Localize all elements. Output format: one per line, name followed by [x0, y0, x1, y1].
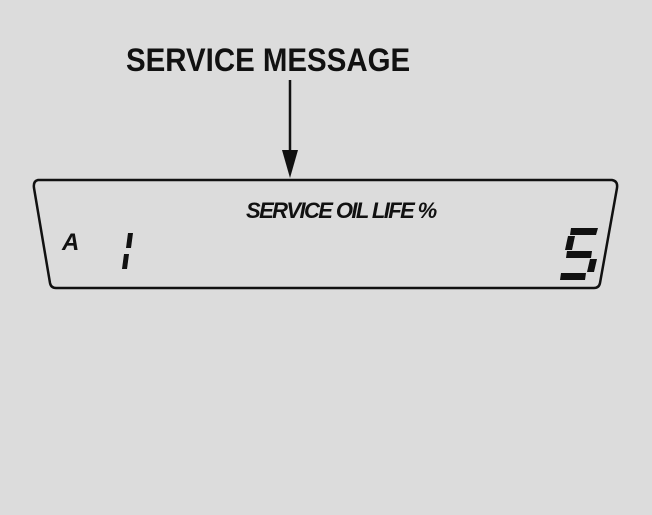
display-panel: [32, 178, 619, 290]
service-message-callout-label: SERVICE MESSAGE: [126, 42, 411, 78]
right-digit-value: 5: [0, 0, 1, 1]
trip-indicator: A: [61, 229, 79, 256]
left-segment-digit: 1: [122, 233, 133, 269]
service-oil-life-message: SERVICE OIL LIFE %: [246, 198, 437, 223]
callout-arrowhead-icon: [282, 150, 298, 178]
right-segment-digit: 5: [0, 0, 598, 280]
